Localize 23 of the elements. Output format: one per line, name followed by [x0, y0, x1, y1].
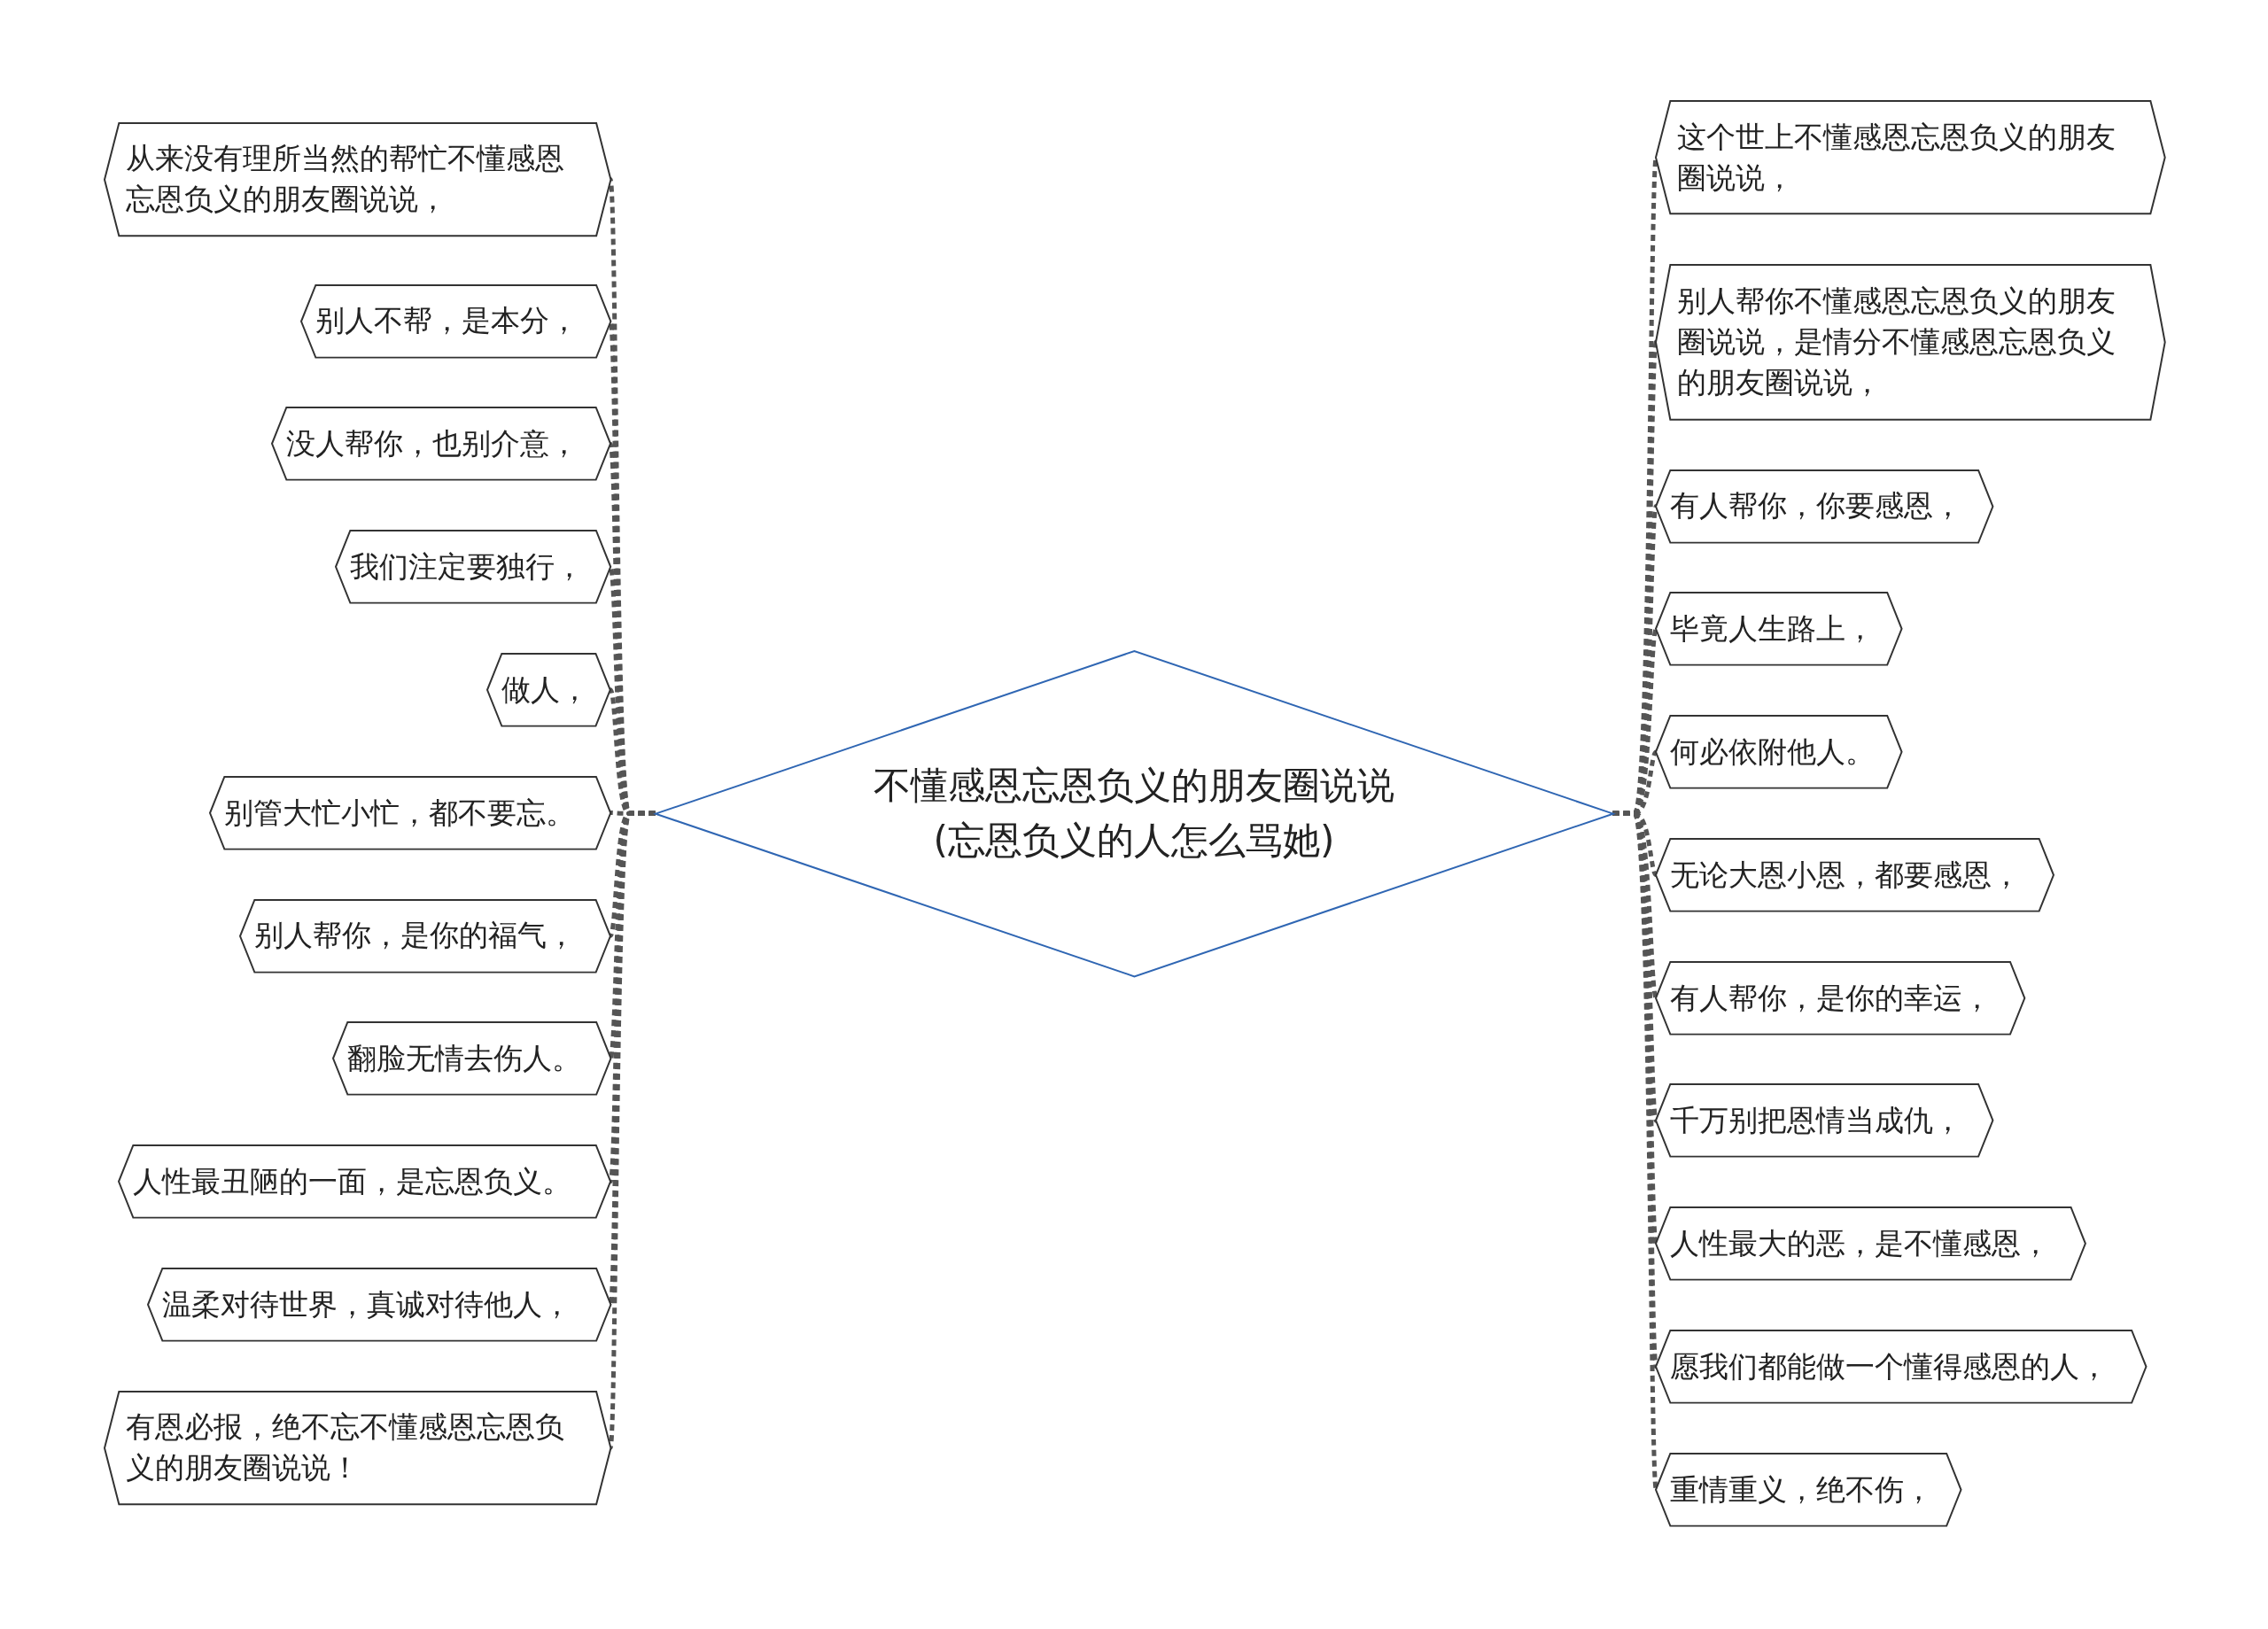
topic-box: 有人帮你，你要感恩，	[1656, 469, 1993, 543]
topic-box: 人性最丑陋的一面，是忘恩负义。	[118, 1145, 610, 1218]
topic-box: 愿我们都能做一个懂得感恩的人，	[1656, 1330, 2147, 1403]
topic-box: 别人帮你，是你的福气，	[240, 899, 610, 973]
topic-box: 别人不帮，是本分，	[300, 284, 610, 358]
topic-box: 有人帮你，是你的幸运，	[1656, 961, 2025, 1035]
topic-box: 做人，	[487, 653, 610, 726]
topic-box: 毕竟人生路上，	[1656, 593, 1902, 665]
topic-box: 人性最大的恶，是不懂感恩，	[1656, 1207, 2086, 1280]
topic-box: 我们注定要独行，	[335, 531, 610, 603]
topic-box: 温柔对待世界，真诚对待他人，	[147, 1268, 610, 1341]
topic-box: 无论大恩小恩，都要感恩，	[1656, 838, 2054, 911]
topic-box: 没人帮你，也别介意，	[271, 407, 610, 481]
topic-box: 有恩必报，绝不忘不懂感恩忘恩负义的朋友圈说说！	[104, 1391, 610, 1504]
topic-box: 何必依附他人。	[1656, 716, 1902, 788]
topic-box: 重情重义，绝不伤，	[1656, 1453, 1961, 1526]
topic-box: 从来没有理所当然的帮忙不懂感恩忘恩负义的朋友圈说说，	[104, 122, 610, 237]
topic-box: 别人帮你不懂感恩忘恩负义的朋友圈说说，是情分不懂感恩忘恩负义的朋友圈说说，	[1656, 264, 2166, 420]
topic-box: 别管大忙小忙，都不要忘。	[209, 776, 610, 849]
topic-box: 这个世上不懂感恩忘恩负义的朋友圈说说，	[1656, 101, 2166, 214]
topic-box: 千万别把恩情当成仇，	[1656, 1084, 1993, 1158]
central-diamond: 不懂感恩忘恩负义的朋友圈说说(忘恩负义的人怎么骂她)	[655, 650, 1613, 977]
topic-box: 翻脸无情去伤人。	[332, 1022, 610, 1095]
